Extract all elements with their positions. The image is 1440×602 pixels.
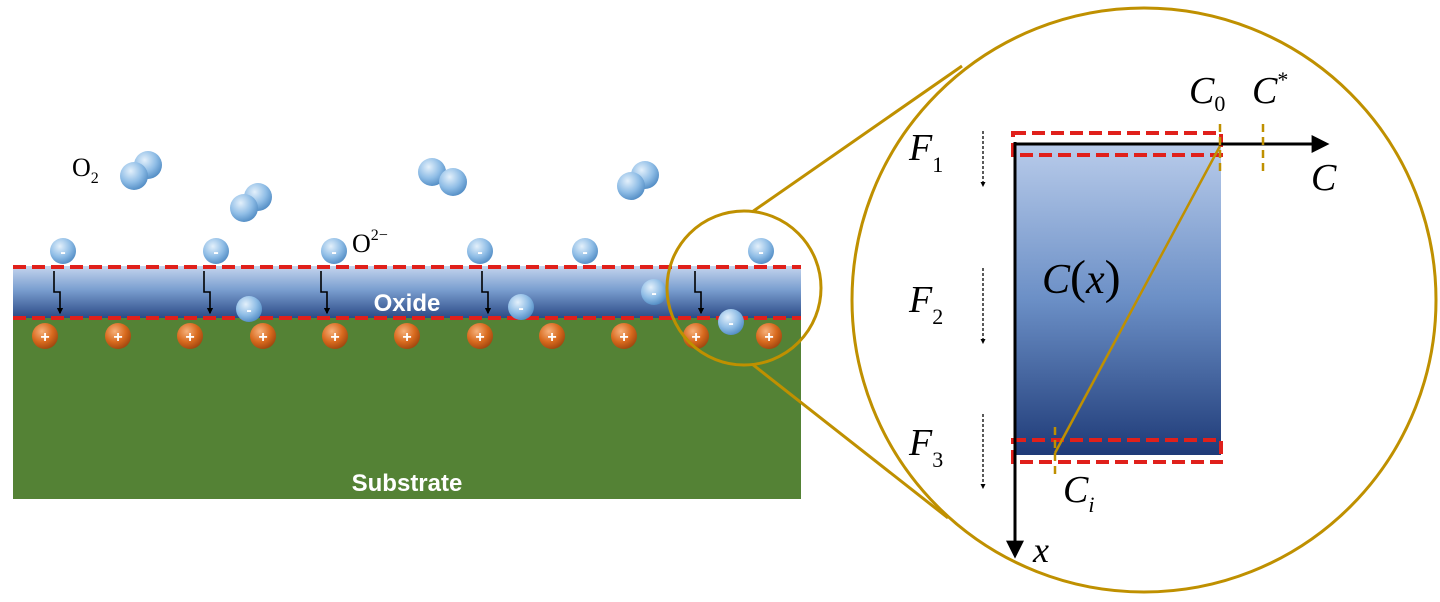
anion: - (236, 296, 262, 322)
cation: + (32, 323, 58, 349)
cation: + (394, 323, 420, 349)
x-axis-label: x (1032, 530, 1049, 570)
c0-label: C0 (1189, 70, 1225, 116)
cation: + (683, 323, 709, 349)
svg-text:+: + (547, 329, 556, 346)
o2-molecule (120, 151, 162, 190)
svg-text:-: - (728, 315, 733, 332)
ci-label: Ci (1063, 469, 1094, 517)
magnifier-large-circle (850, 6, 1438, 594)
oxide-anions: - - - - (236, 279, 744, 335)
magnifier-small-circle (665, 209, 823, 367)
anion: - (321, 238, 347, 264)
svg-text:-: - (651, 285, 656, 302)
anion: - (508, 294, 534, 320)
svg-text:-: - (246, 302, 251, 319)
svg-text:+: + (475, 329, 484, 346)
svg-text:-: - (582, 244, 587, 261)
f3-label: F3 (908, 422, 943, 472)
cation: + (322, 323, 348, 349)
diffusion-arrow (53, 271, 64, 315)
magnifier-connector-bottom (751, 362, 949, 520)
cstar-label: C* (1252, 67, 1288, 112)
o2-molecule (230, 183, 272, 222)
anion: - (50, 238, 76, 264)
svg-text:-: - (518, 300, 523, 317)
cx-label: C(x) (1042, 251, 1121, 304)
f2-label: F2 (908, 279, 943, 329)
diffusion-arrow (694, 271, 705, 315)
anion: - (572, 238, 598, 264)
anion: - (641, 279, 667, 305)
cation: + (539, 323, 565, 349)
diffusion-arrow (320, 271, 331, 315)
svg-text:+: + (764, 329, 773, 346)
svg-text:+: + (619, 329, 628, 346)
svg-text:+: + (330, 329, 339, 346)
zoomed-panel: F1 F2 F3 C0 C* C C(x) Ci x (908, 67, 1337, 570)
oxide-label: Oxide (374, 290, 441, 317)
svg-text:+: + (40, 329, 49, 346)
svg-text:+: + (185, 329, 194, 346)
magnifier-connector-top (751, 64, 963, 214)
cation: + (250, 323, 276, 349)
magnifier (665, 6, 1438, 594)
cation: + (467, 323, 493, 349)
substrate-label: Substrate (352, 470, 463, 497)
o2-label: O2 (72, 153, 99, 187)
o2-molecule (617, 161, 659, 200)
c-axis-label: C (1311, 157, 1337, 199)
svg-text:-: - (60, 244, 65, 261)
svg-text:+: + (691, 329, 700, 346)
diffusion-arrow (481, 271, 492, 315)
diffusion-arrows (53, 271, 705, 315)
o2-molecule (418, 158, 467, 196)
anion: - (467, 238, 493, 264)
anion: - (718, 309, 744, 335)
diffusion-arrow (203, 271, 214, 315)
svg-text:-: - (758, 244, 763, 261)
left-panel: Oxide Substrate O2 O2− - - - - - - - - -… (13, 151, 801, 499)
f1-label: F1 (908, 127, 943, 177)
cation: + (756, 323, 782, 349)
o2-subscript: 2 (91, 170, 99, 187)
inner-interface-box (1011, 438, 1223, 464)
anion: - (203, 238, 229, 264)
svg-text:-: - (213, 244, 218, 261)
cation: + (105, 323, 131, 349)
o2minus-superscript: 2− (371, 227, 388, 244)
svg-text:-: - (331, 244, 336, 261)
anion: - (748, 238, 774, 264)
svg-text:-: - (477, 244, 482, 261)
cation: + (177, 323, 203, 349)
cation: + (611, 323, 637, 349)
surface-anions: - - - - - - (50, 238, 774, 264)
svg-text:+: + (402, 329, 411, 346)
o2minus-label: O2− (352, 227, 388, 258)
concentration-profile-line (1053, 145, 1222, 454)
svg-text:+: + (113, 329, 122, 346)
svg-text:+: + (258, 329, 267, 346)
concentration-region (1015, 145, 1221, 455)
o2-molecules (120, 151, 659, 222)
